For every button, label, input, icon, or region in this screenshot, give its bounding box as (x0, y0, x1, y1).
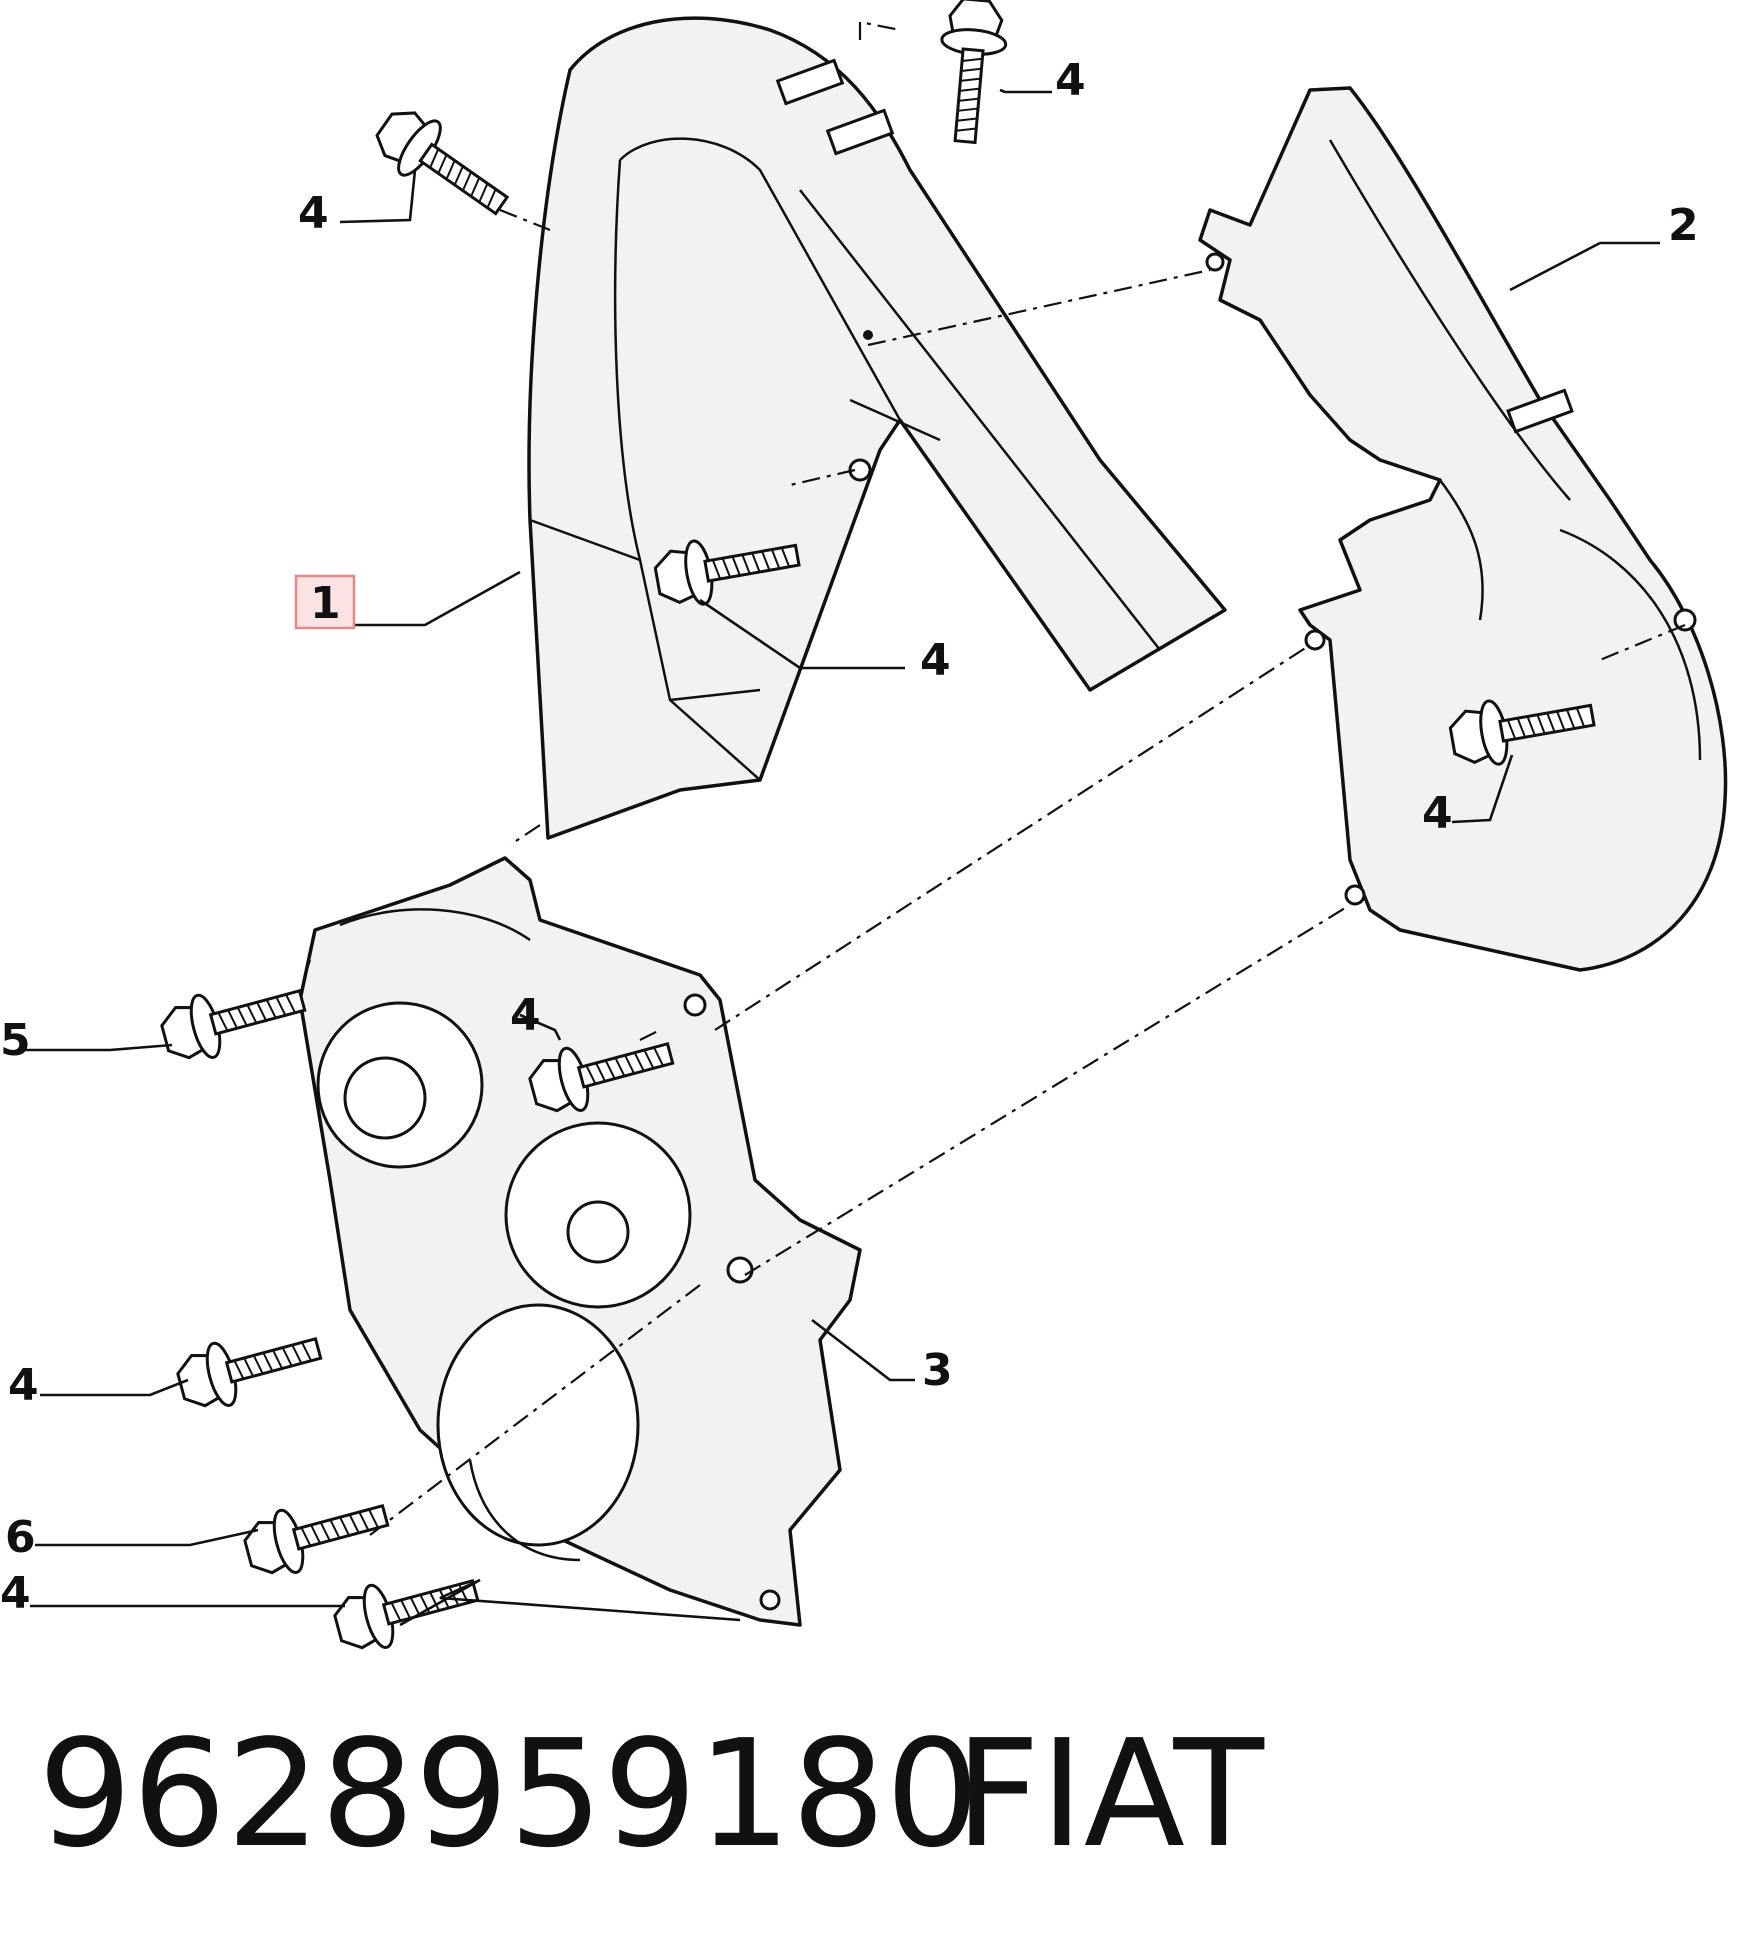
part-number: 9628959180 (38, 1708, 980, 1880)
callout-4: 4 (510, 990, 541, 1041)
bolt-icon (155, 968, 312, 1070)
callout-4: 4 (1055, 55, 1086, 106)
callout-4: 4 (0, 1568, 31, 1619)
highlight-box (294, 574, 356, 630)
upper-timing-cover-part-2 (1198, 86, 1728, 972)
lower-timing-cover-part-3 (298, 856, 862, 1627)
callout-4: 4 (298, 188, 329, 239)
upper-timing-cover-part-1 (527, 16, 1227, 840)
callout-6: 6 (5, 1512, 36, 1563)
callout-1: 1 (310, 578, 341, 629)
callout-4: 4 (8, 1360, 39, 1411)
callout-labels: 1 2 3 4 4 4 4 4 4 4 4 5 6 (0, 55, 1699, 1619)
callout-4: 4 (920, 635, 951, 686)
callout-3: 3 (922, 1345, 953, 1396)
bolt-icon (328, 1558, 485, 1660)
callout-2: 2 (1668, 200, 1699, 251)
callout-4: 4 (1422, 788, 1453, 839)
brand-name: FIAT (955, 1708, 1265, 1880)
assembly-dash-lines (303, 20, 1686, 1536)
leader-lines (20, 88, 1660, 1627)
bolt-icon (171, 1316, 328, 1418)
callout-5: 5 (0, 1015, 31, 1066)
bolt-icon (931, 0, 1011, 146)
bolt-icon (365, 96, 522, 234)
